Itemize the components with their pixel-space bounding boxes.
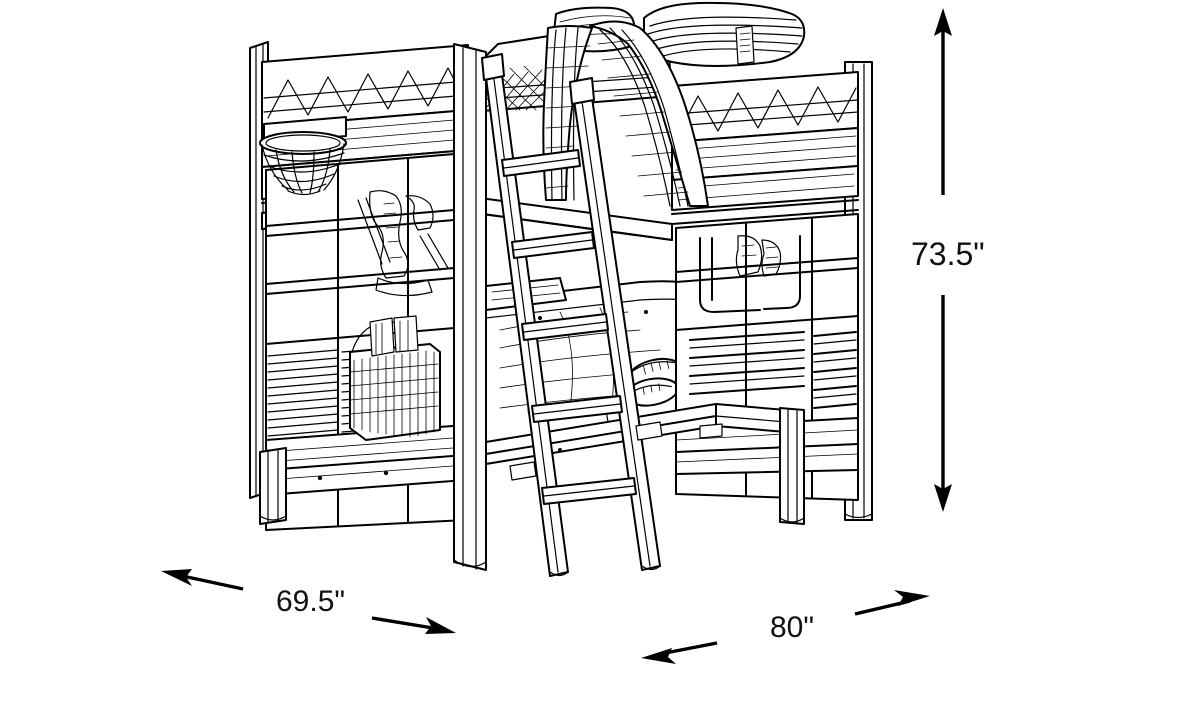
right-panel-graphic: [735, 235, 782, 277]
right-side-slat-panel: [675, 213, 859, 501]
right-lower-slat-block: [689, 331, 857, 409]
dimension-label-depth: 69.5": [276, 585, 346, 618]
storage-basket: [349, 315, 441, 441]
dimension-arrow-depth: [161, 569, 456, 634]
post-front-right: [779, 407, 805, 525]
dimension-arrow-width: [641, 590, 930, 664]
dimension-arrows: [161, 8, 952, 664]
dimension-label-width: 80": [770, 611, 815, 644]
upper-bunk-pillow: [643, 1, 806, 67]
dimension-label-height: 73.5": [911, 236, 985, 272]
left-side-slat-panel: [265, 152, 467, 531]
bunk-bed-illustration: [249, 1, 873, 577]
ladder: [481, 53, 663, 577]
basketball-hoop: [259, 116, 347, 196]
left-panel-graphic: [357, 190, 449, 297]
upper-bunk-right-guardrail: [671, 71, 859, 225]
leg-front-left: [259, 447, 287, 525]
dimension-arrow-height: [934, 8, 952, 512]
post-front-left: [453, 43, 487, 571]
